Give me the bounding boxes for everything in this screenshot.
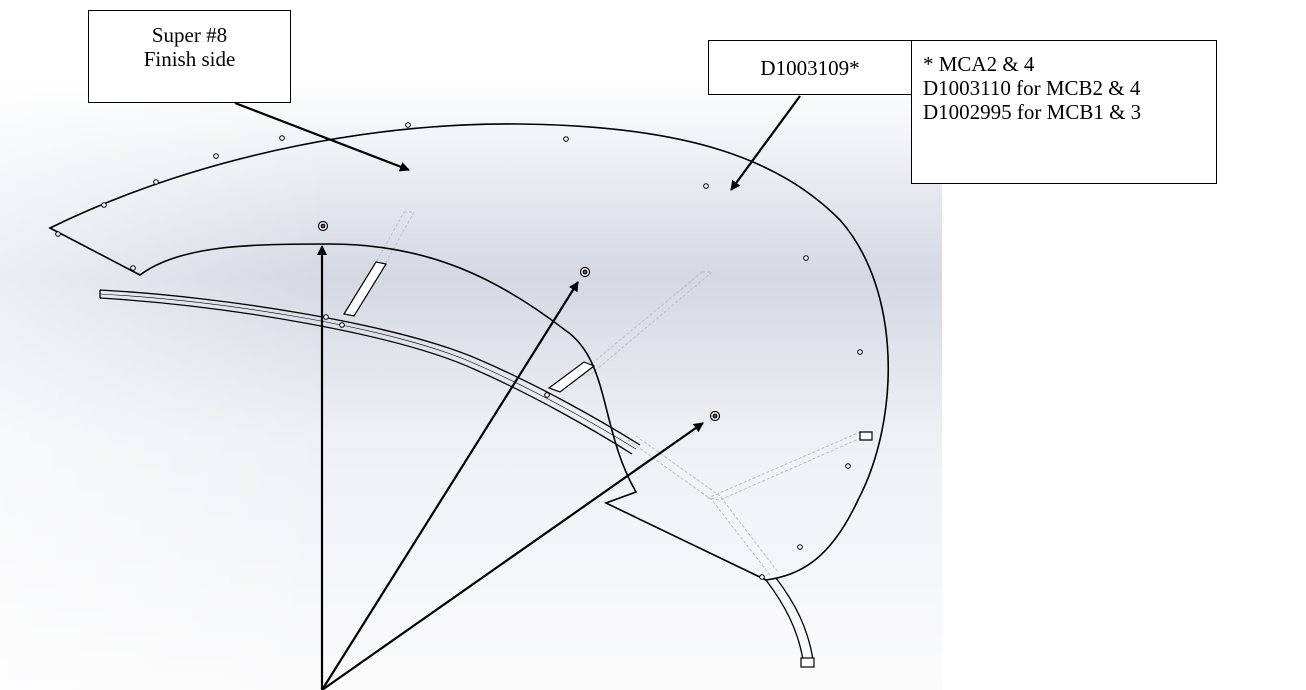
hole [339,322,345,328]
hole [101,202,107,208]
hole [213,153,219,159]
viewport-fade [0,24,942,690]
notes-line-2: D1003110 for MCB2 & 4 [923,76,1141,100]
rail-edge-mid [99,293,637,450]
part-number-callout: D1003109* [708,40,912,95]
hole [323,314,329,320]
panel-outline [48,123,889,581]
finish-side-arrow [234,101,410,172]
variant-notes-callout: * MCA2 & 4 D1003110 for MCB2 & 4 D100299… [911,40,1217,184]
part-number-label: D1003109* [760,56,860,80]
hole [797,544,803,550]
notes-line-1: * MCA2 & 4 [923,52,1035,76]
finish-callout-line-1: Super #8 [151,23,228,47]
shelf-panel [48,123,889,581]
hole [857,349,863,355]
stud-1-core [320,223,326,229]
hole [153,179,159,185]
support-brackets [343,261,873,441]
hole [544,392,550,398]
panel-holes [55,122,863,580]
part-number-arrow [730,95,801,191]
stud-arrow-2 [321,281,579,690]
curved-rail [99,289,815,668]
hole [759,574,765,580]
rail-tail-inner [775,577,814,661]
notes-line-3: D1002995 for MCB1 & 3 [923,100,1142,124]
hidden-rail-lower-2 [635,435,779,573]
hole [803,255,809,261]
stud-2-core [582,269,588,275]
rail-edge-outer [99,289,641,446]
finish-callout-line-2: Finish side [143,47,236,71]
rail-tail-outer [765,579,804,661]
hidden-bracket-1 [354,211,415,301]
hole [405,122,411,128]
hidden-rail-lower [627,439,771,576]
hole [845,463,851,469]
hole [130,265,136,271]
bracket-2 [547,361,596,393]
fastener-studs [317,220,721,422]
rail-edge-inner [99,297,633,455]
hole [563,136,569,142]
bracket-3 [859,431,873,441]
stud-3-core [712,413,718,419]
rail-tail-cap [800,657,815,668]
hole [279,135,285,141]
bracket-1 [343,261,387,317]
leader-arrows [234,95,801,690]
hole [703,183,709,189]
hidden-bracket-2 [576,271,714,376]
stud-arrow-3 [321,422,704,690]
finish-side-callout: Super #8 Finish side [88,10,291,103]
hole [55,231,61,237]
